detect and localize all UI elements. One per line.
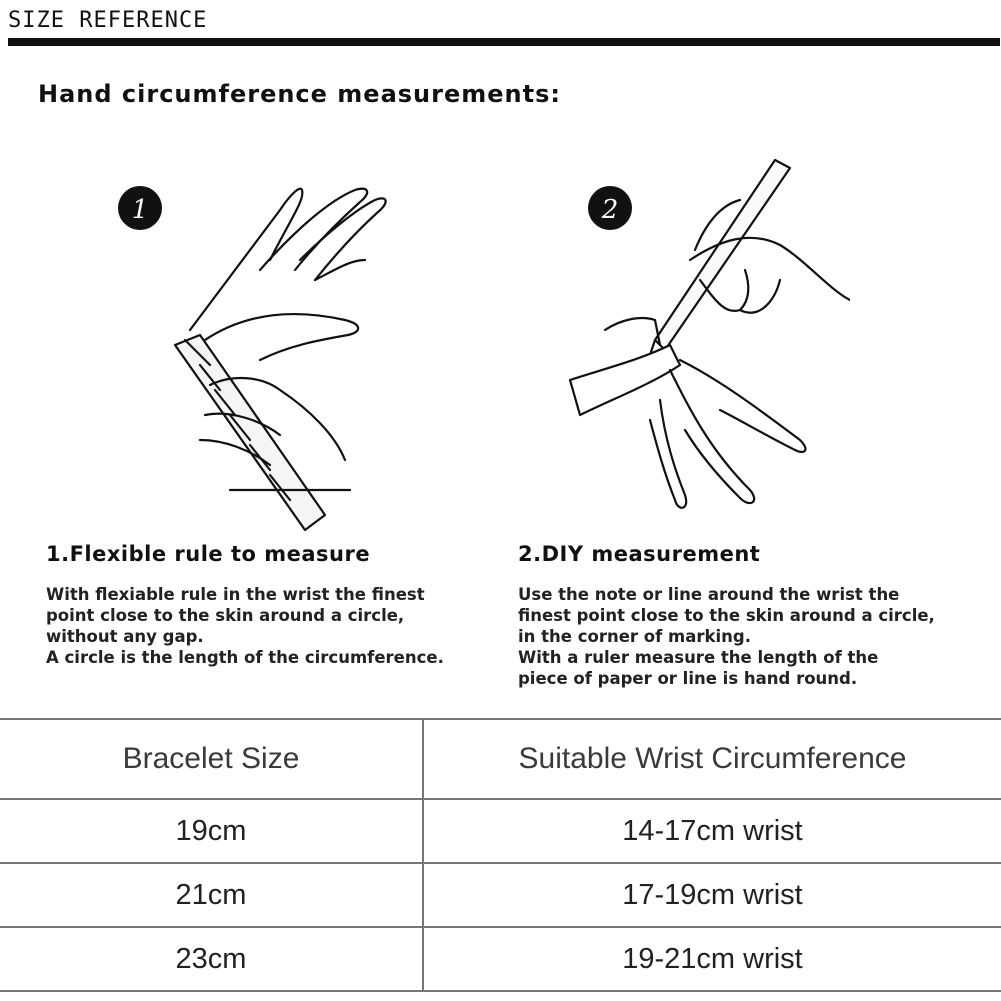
page-title: Hand circumference measurements:	[38, 80, 561, 108]
step-2-line: Use the note or line around the wrist th…	[518, 585, 900, 604]
step-1-number-badge	[118, 186, 162, 230]
step-1-number: 1	[132, 195, 149, 225]
section-label: SIZE REFERENCE	[8, 8, 208, 33]
step-2-line: finest point close to the skin around a …	[518, 606, 935, 625]
diy-measurement-illustration: 2	[568, 158, 850, 509]
step-1-line: without any gap.	[46, 627, 204, 646]
step-1-instructions: With flexiable rule in the wrist the fin…	[46, 584, 444, 668]
step-2-number: 2	[601, 195, 619, 225]
table-header-row: Bracelet Size Suitable Wrist Circumferen…	[0, 718, 1001, 800]
step-2-instructions: Use the note or line around the wrist th…	[518, 584, 935, 689]
wrist-range-cell: 14-17cm wrist	[423, 798, 1001, 864]
header-wrist-circumference: Suitable Wrist Circumference	[423, 718, 1001, 800]
tape-measure-illustration: 1	[118, 186, 387, 532]
step-2-line: piece of paper or line is hand round.	[518, 669, 858, 688]
step-1-heading: 1.Flexible rule to measure	[46, 542, 371, 566]
hand-with-pen-drawing	[568, 158, 850, 509]
table-row: 23cm 19-21cm wrist	[0, 926, 1001, 992]
step-2-heading: 2.DIY measurement	[518, 542, 761, 566]
bracelet-size-cell: 21cm	[0, 862, 424, 928]
step-1-line: With flexiable rule in the wrist the fin…	[46, 585, 425, 604]
step-1-line: A circle is the length of the circumfere…	[46, 648, 444, 667]
header-bracelet-size: Bracelet Size	[0, 718, 424, 800]
size-chart-table: Bracelet Size Suitable Wrist Circumferen…	[0, 718, 1001, 992]
header-divider	[8, 38, 1000, 46]
wrist-range-cell: 17-19cm wrist	[423, 862, 1001, 928]
table-row: 21cm 17-19cm wrist	[0, 862, 1001, 928]
bracelet-size-cell: 23cm	[0, 926, 424, 992]
step-2-line: in the corner of marking.	[518, 627, 751, 646]
step-1-line: point close to the skin around a circle,	[46, 606, 405, 625]
wrist-range-cell: 19-21cm wrist	[423, 926, 1001, 992]
bracelet-size-cell: 19cm	[0, 798, 424, 864]
table-row: 19cm 14-17cm wrist	[0, 798, 1001, 864]
step-2-number-badge	[588, 186, 632, 230]
step-2-line: With a ruler measure the length of the	[518, 648, 879, 667]
hand-drawing	[173, 187, 387, 532]
